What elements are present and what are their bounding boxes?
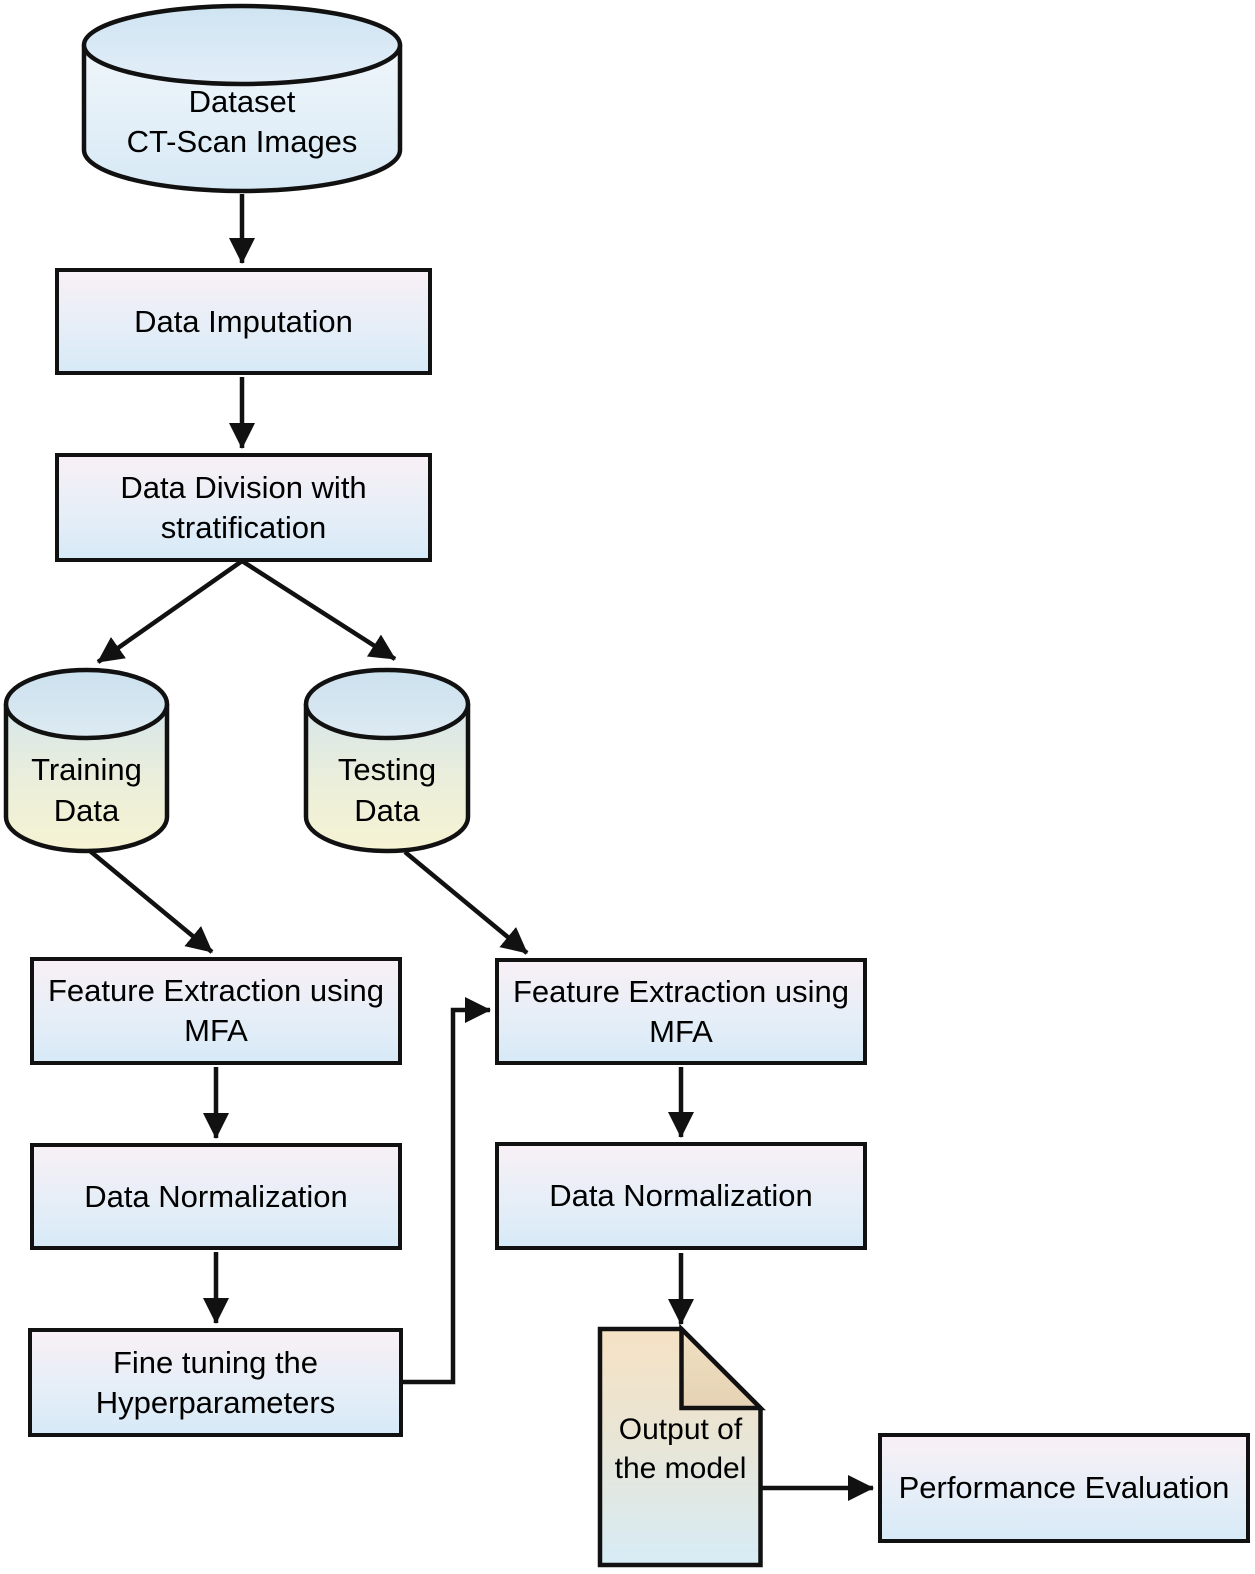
arrow-division-to-training	[96, 559, 244, 664]
dataset-cylinder	[81, 3, 403, 194]
feature-extraction-testing-box: Feature Extraction using MFA	[495, 958, 867, 1065]
feature-extraction-training-box: Feature Extraction using MFA	[30, 957, 402, 1065]
dataset-label: Dataset CT-Scan Images	[126, 84, 358, 159]
arrow-fine-tuning-to-feature-extraction	[403, 997, 491, 1385]
testing-data-label: Testing Data	[337, 752, 437, 828]
document-folded-corner	[679, 1323, 766, 1411]
training-data-label: Training Data	[31, 752, 142, 828]
data-imputation-box: Data Imputation	[55, 268, 432, 375]
model-output-label: Output of the model	[614, 1413, 747, 1485]
fine-tuning-box: Fine tuning the Hyperparameters	[28, 1328, 403, 1437]
data-normalization-testing-box: Data Normalization	[495, 1142, 867, 1250]
arrow-division-to-testing	[240, 559, 397, 661]
data-normalization-training-box: Data Normalization	[30, 1143, 402, 1250]
arrow-training-to-feature-extraction	[88, 849, 214, 954]
model-output-document	[597, 1323, 766, 1568]
training-data-cylinder	[3, 667, 170, 854]
performance-evaluation-box: Performance Evaluation	[878, 1433, 1250, 1543]
data-division-box: Data Division with stratification	[55, 453, 432, 562]
arrow-testing-to-feature-extraction	[403, 850, 529, 955]
testing-data-cylinder	[303, 667, 471, 854]
